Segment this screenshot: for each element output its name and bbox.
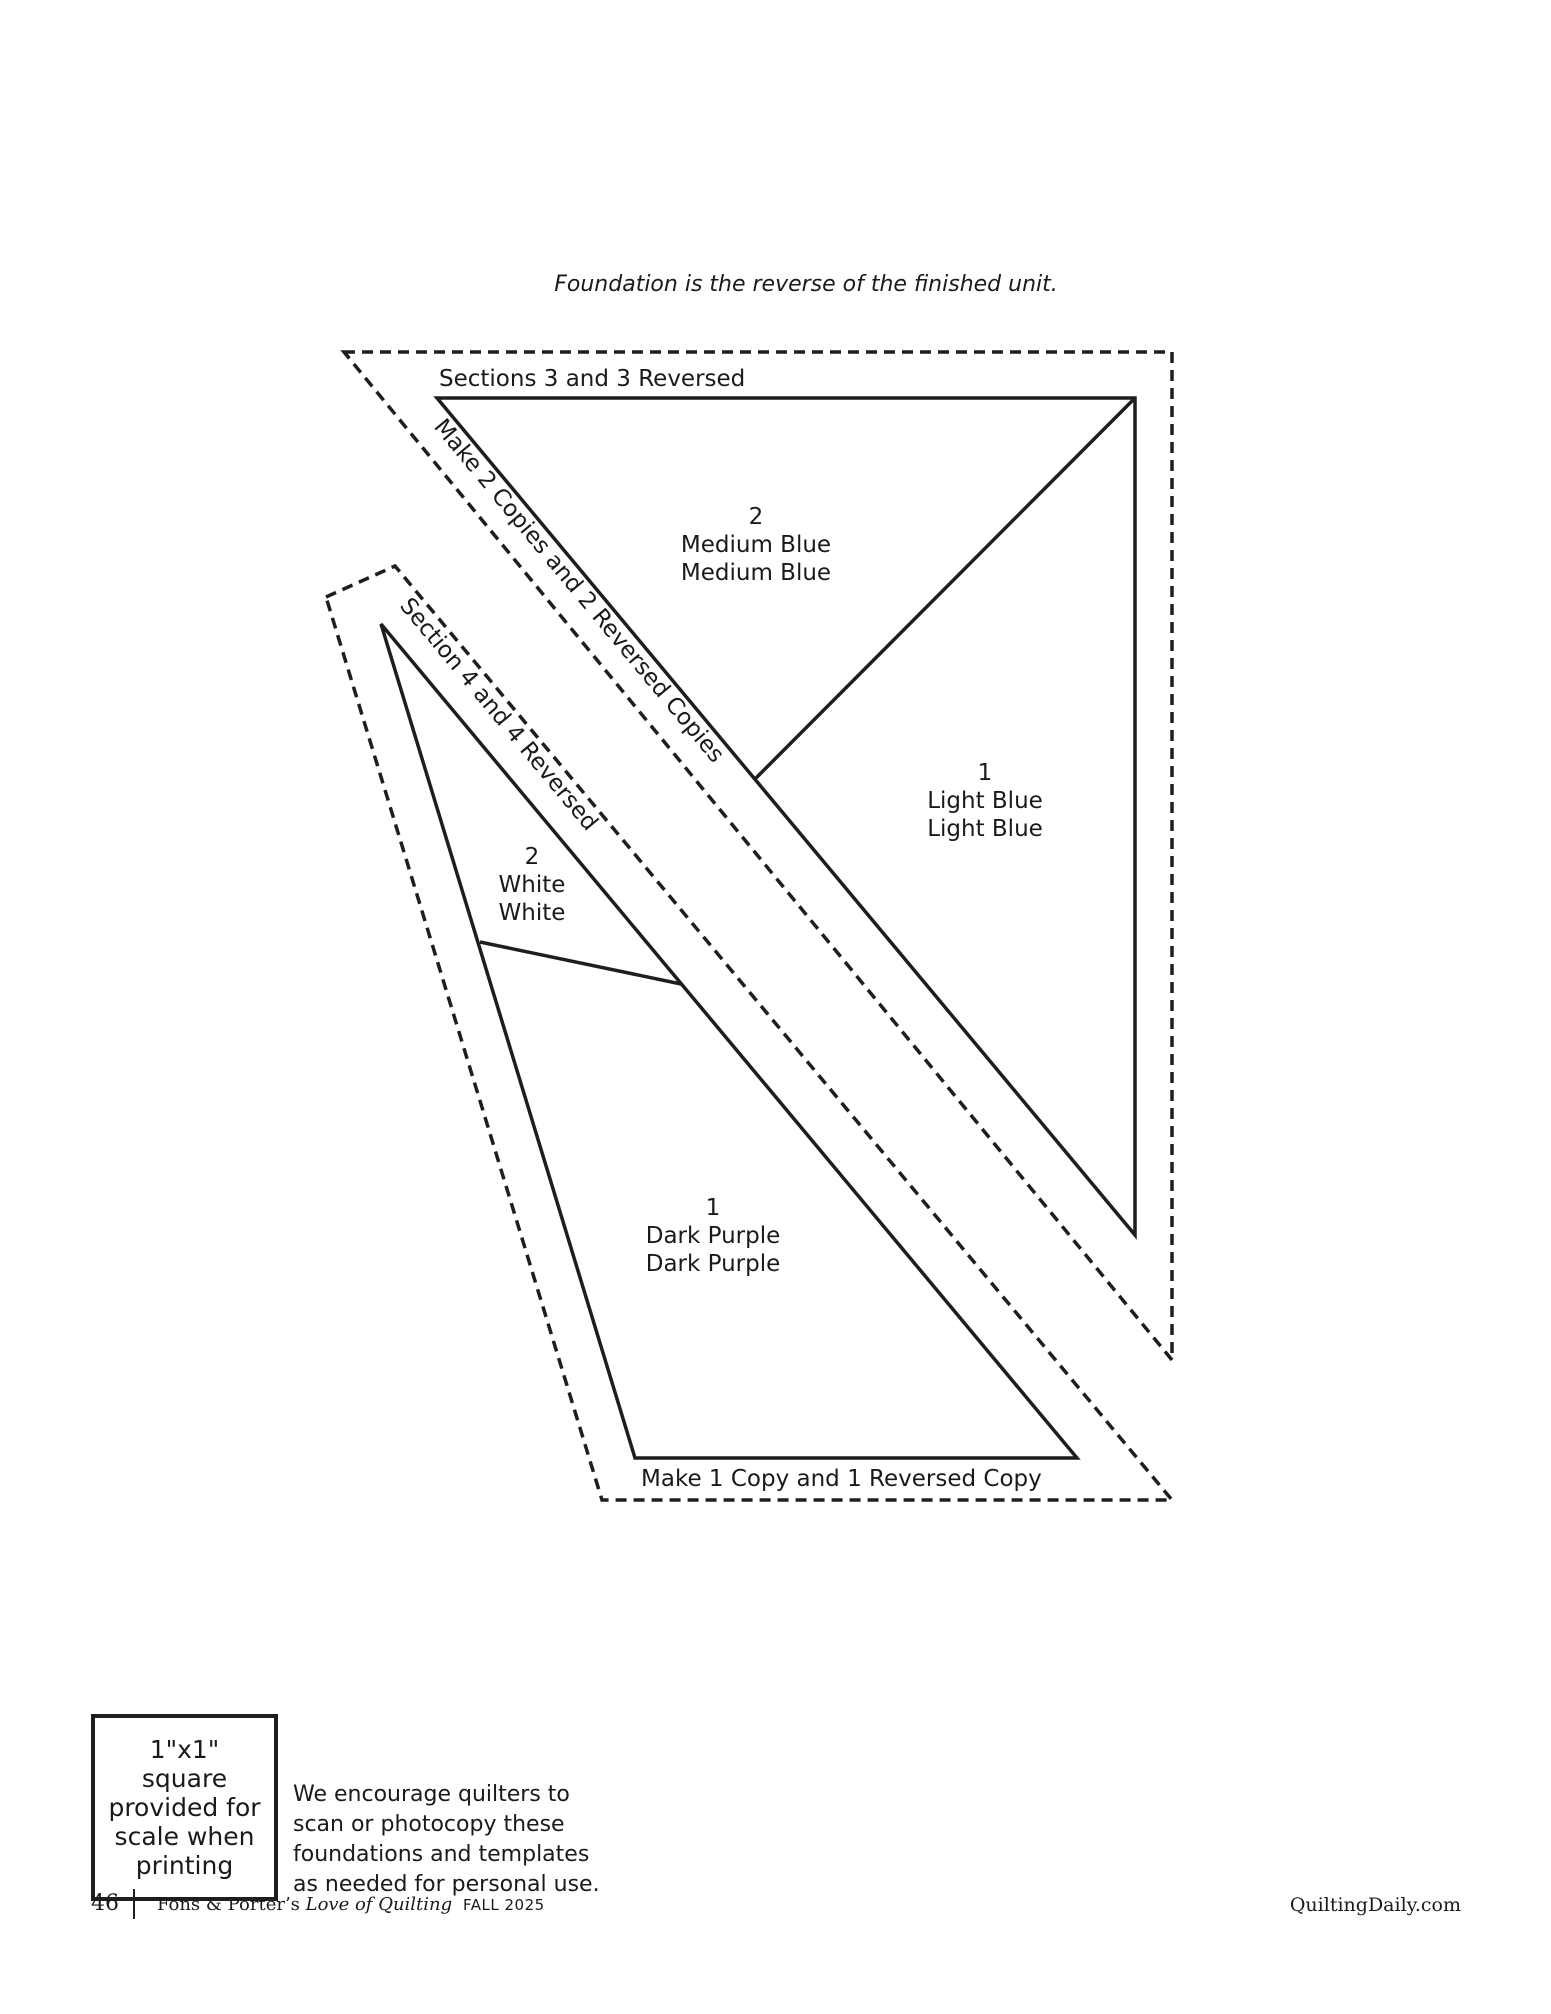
svg-text:2: 2 [525, 844, 540, 870]
svg-text:Dark Purple: Dark Purple [646, 1251, 781, 1277]
page-footer: 46 Fons & Porter’s Love of Quilting FALL… [91, 1885, 1461, 1925]
upper-section-title: Sections 3 and 3 Reversed [439, 366, 745, 392]
upper-seam-allowance-outline [340, 350, 1174, 1365]
lower-piece-1-label: 1 Dark Purple Dark Purple [646, 1195, 781, 1277]
lower-copies-note: Make 1 Copy and 1 Reversed Copy [641, 1466, 1042, 1492]
footer-divider [133, 1889, 135, 1919]
scale-box-text: 1"x1" square provided for scale when pri… [108, 1735, 261, 1880]
upper-piece-1-label: 1 Light Blue Light Blue [927, 760, 1043, 842]
foundation-caption: Foundation is the reverse of the finishe… [554, 272, 1058, 297]
svg-text:Dark Purple: Dark Purple [646, 1223, 781, 1249]
svg-text:2: 2 [749, 504, 764, 530]
svg-text:White: White [499, 900, 566, 926]
svg-text:Light Blue: Light Blue [927, 816, 1043, 842]
lower-piece-2-label: 2 White White [499, 844, 566, 926]
photocopy-permission-note: We encourage quilters to scan or photoco… [293, 1782, 600, 1897]
magazine-title: Fons & Porter’s Love of Quilting [157, 1894, 453, 1915]
svg-text:1: 1 [706, 1195, 721, 1221]
upper-copies-note: Make 2 Copies and 2 Reversed Copies [428, 414, 729, 768]
svg-text:Medium Blue: Medium Blue [681, 532, 831, 558]
svg-text:1: 1 [978, 760, 993, 786]
upper-piece-2-label: 2 Medium Blue Medium Blue [681, 504, 831, 586]
lower-seam-allowance-outline [323, 563, 1176, 1502]
lower-seam-line [479, 940, 682, 986]
svg-text:Light Blue: Light Blue [927, 788, 1043, 814]
svg-text:Medium Blue: Medium Blue [681, 560, 831, 586]
upper-foundation-outline [433, 396, 1137, 1240]
svg-text:White: White [499, 872, 566, 898]
website-link[interactable]: QuiltingDaily.com [1289, 1894, 1461, 1916]
issue-label: FALL 2025 [463, 1896, 545, 1914]
lower-foundation-outline [379, 622, 1081, 1460]
upper-seam-line [754, 396, 1137, 780]
page-number: 46 [91, 1891, 119, 1916]
scale-reference-square: 1"x1" square provided for scale when pri… [91, 1714, 278, 1901]
